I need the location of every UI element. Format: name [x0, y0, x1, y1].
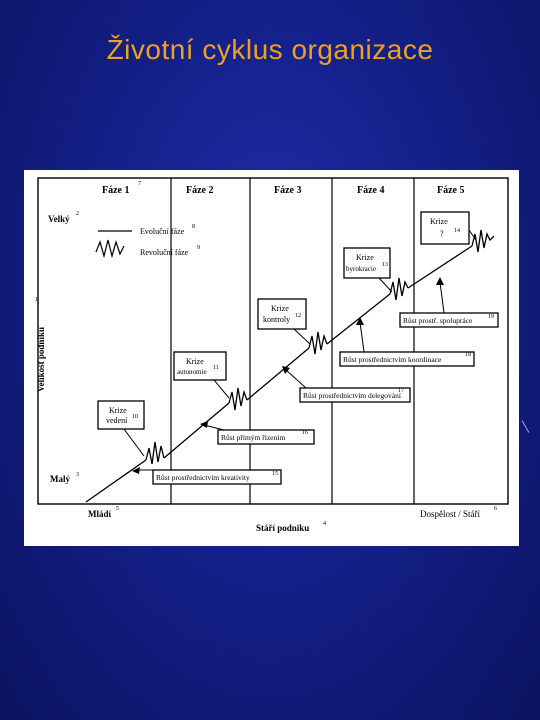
x-axis-note: 4	[323, 521, 326, 527]
crisis-box-4: Krize byrokracie 13	[343, 247, 393, 293]
crisis-box-2: Krize autonomie 11	[173, 351, 230, 399]
y-axis-note: 1	[35, 297, 38, 303]
growth-5-label: Růst prostř. spolupráce	[403, 316, 473, 325]
crisis-box-5: Krize ? 14	[420, 211, 477, 245]
legend-evolution-note: 8	[192, 224, 195, 230]
crisis-5-note: 14	[454, 228, 460, 234]
plot-frame	[37, 177, 509, 505]
crisis-3-name: kontroly	[263, 315, 290, 324]
legend-revolution-note: 9	[197, 245, 200, 251]
life-cycle-diagram: Fáze 1 7 Fáze 2 Fáze 3 Fáze 4 Fáze 5 Evo…	[24, 170, 519, 546]
growth-4-label: Růst prostřednictvím koordinace	[343, 355, 442, 364]
growth-4-note: 18	[465, 352, 471, 358]
growth-label-4: Růst prostřednictvím koordinace 18	[339, 317, 475, 367]
x-right-label: Dospělost / Stáří	[420, 509, 480, 519]
growth-2-label: Růst přímým řízením	[221, 433, 285, 442]
growth-curve	[85, 229, 495, 503]
phase-note: 7	[138, 181, 141, 187]
crisis-1-name: vedení	[106, 416, 128, 425]
growth-label-5: Růst prostř. spolupráce 19	[399, 277, 499, 328]
crisis-1-title: Krize	[109, 406, 127, 415]
crisis-5-name: ?	[440, 229, 444, 238]
growth-3-label: Růst prostřednictvím delegování	[303, 391, 401, 400]
y-bottom-note: 3	[76, 472, 79, 478]
growth-label-2: Růst přímým řízením 16	[200, 421, 315, 445]
growth-label-3: Růst prostřednictvím delegování 17	[282, 366, 411, 403]
slide-title: Životní cyklus organizace	[106, 34, 434, 65]
diagram-canvas: Fáze 1 7 Fáze 2 Fáze 3 Fáze 4 Fáze 5 Evo…	[24, 170, 519, 546]
crisis-box-3: Krize kontroly 12	[257, 298, 311, 345]
y-top-label: Velký	[48, 214, 70, 224]
crisis-3-note: 12	[295, 313, 301, 319]
decorative-line	[521, 420, 530, 433]
crisis-box-1: Krize vedení 10	[97, 400, 145, 457]
crisis-3-title: Krize	[271, 304, 289, 313]
growth-5-note: 19	[488, 314, 494, 320]
crisis-4-title: Krize	[356, 253, 374, 262]
crisis-4-note: 13	[382, 262, 388, 268]
crisis-5-title: Krize	[430, 217, 448, 226]
x-left-note: 5	[116, 506, 119, 512]
x-left-label: Mládí	[88, 509, 112, 519]
y-axis-label: Velikost podniku	[36, 327, 46, 392]
x-right-note: 6	[494, 506, 497, 512]
crisis-4-name: byrokracie	[346, 265, 376, 273]
y-top-note: 2	[76, 211, 79, 217]
phase-label-1: Fáze 1	[102, 185, 130, 196]
legend-evolution-label: Evoluční fáze	[140, 227, 185, 236]
phase-label-5: Fáze 5	[437, 185, 465, 196]
growth-1-label: Růst prostřednictvím kreativity	[156, 473, 250, 482]
y-bottom-label: Malý	[50, 474, 70, 484]
crisis-2-note: 11	[213, 365, 219, 371]
x-axis-label: Stáří podniku	[256, 523, 309, 533]
legend-revolution-zigzag	[95, 239, 125, 259]
phase-label-3: Fáze 3	[274, 185, 302, 196]
legend-revolution-label: Revoluční fáze	[140, 248, 189, 257]
phase-label-4: Fáze 4	[357, 185, 385, 196]
phase-label-2: Fáze 2	[186, 185, 214, 196]
growth-1-note: 15	[272, 471, 278, 477]
growth-2-note: 16	[302, 430, 308, 436]
crisis-2-title: Krize	[186, 357, 204, 366]
crisis-1-note: 10	[132, 414, 138, 420]
crisis-2-name: autonomie	[177, 368, 207, 376]
growth-3-note: 17	[398, 388, 404, 394]
growth-label-1: Růst prostřednictvím kreativity 15	[132, 467, 282, 485]
